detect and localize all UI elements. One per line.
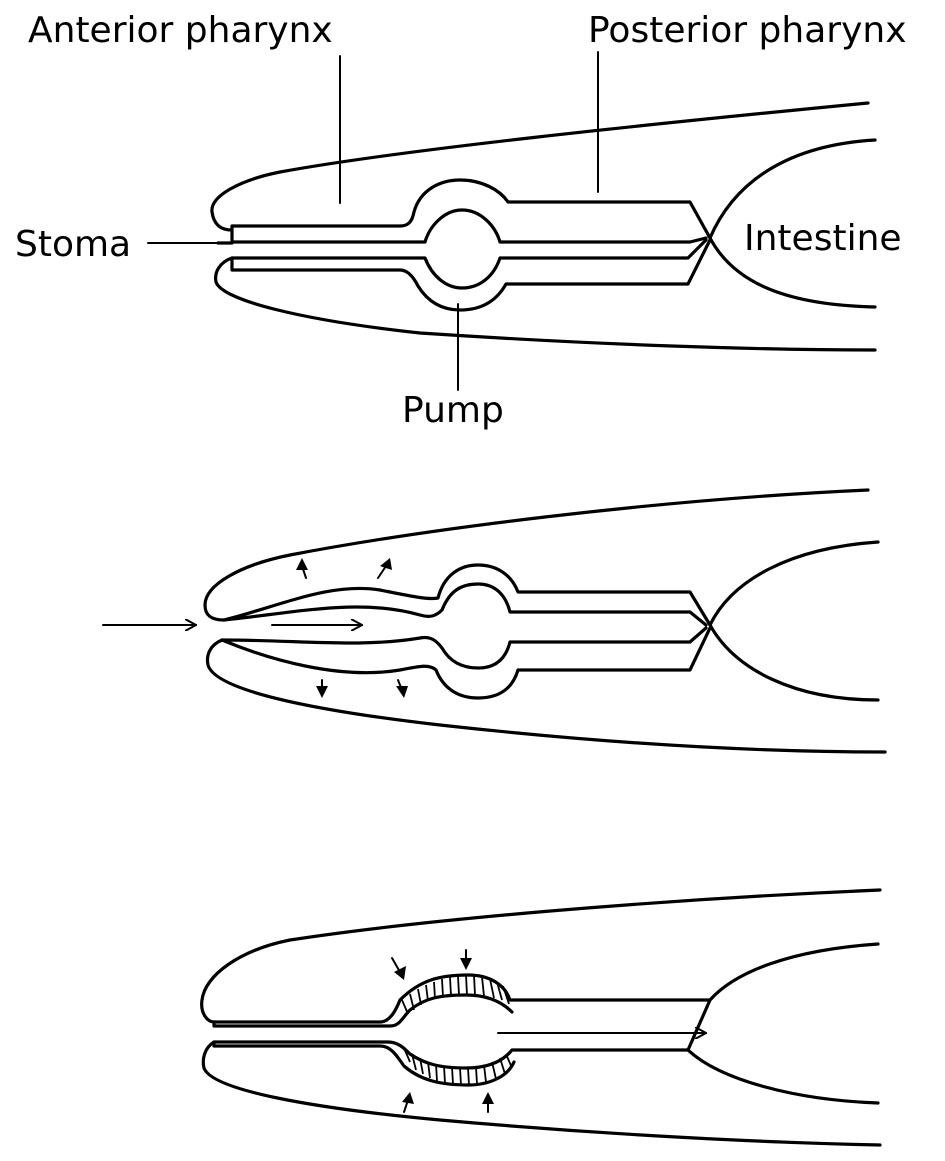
panel-transport: [202, 890, 880, 1145]
body-outline-lower: [203, 1042, 880, 1145]
pharynx-lower-wall: [214, 1042, 688, 1085]
panel-inflow: [103, 490, 885, 752]
body-outline-upper: [212, 103, 868, 230]
body-outline-upper: [202, 890, 880, 1022]
body-outline-lower: [216, 258, 875, 350]
label-posterior-pharynx: Posterior pharynx: [588, 10, 907, 51]
pharynx-lower-wall: [222, 628, 710, 698]
panel-resting-pharynx: Anterior pharynx Posterior pharynx Stoma…: [15, 10, 907, 431]
pharynx-upper-wall: [232, 180, 710, 242]
label-anterior-pharynx: Anterior pharynx: [28, 10, 333, 51]
body-outline-lower: [208, 640, 885, 752]
label-pump: Pump: [402, 390, 504, 431]
intestine-outline: [710, 542, 878, 700]
pharynx-upper-wall: [224, 565, 710, 625]
pharynx-lower-wall: [232, 240, 710, 310]
contraction-arrow-icon: [460, 950, 472, 970]
dilation-arrow-icon: [316, 680, 328, 698]
label-stoma: Stoma: [15, 224, 131, 265]
dilation-arrow-icon: [396, 680, 408, 698]
dilation-arrow-icon: [296, 558, 308, 578]
contraction-arrow-icon: [482, 1092, 494, 1112]
pharynx-upper-wall: [214, 975, 710, 1026]
label-intestine: Intestine: [744, 218, 902, 259]
contraction-arrow-icon: [402, 1092, 414, 1112]
intestine-outline: [688, 944, 878, 1103]
contraction-arrow-icon: [392, 958, 406, 980]
dilation-arrow-icon: [378, 558, 392, 578]
body-outline-upper: [205, 490, 868, 620]
